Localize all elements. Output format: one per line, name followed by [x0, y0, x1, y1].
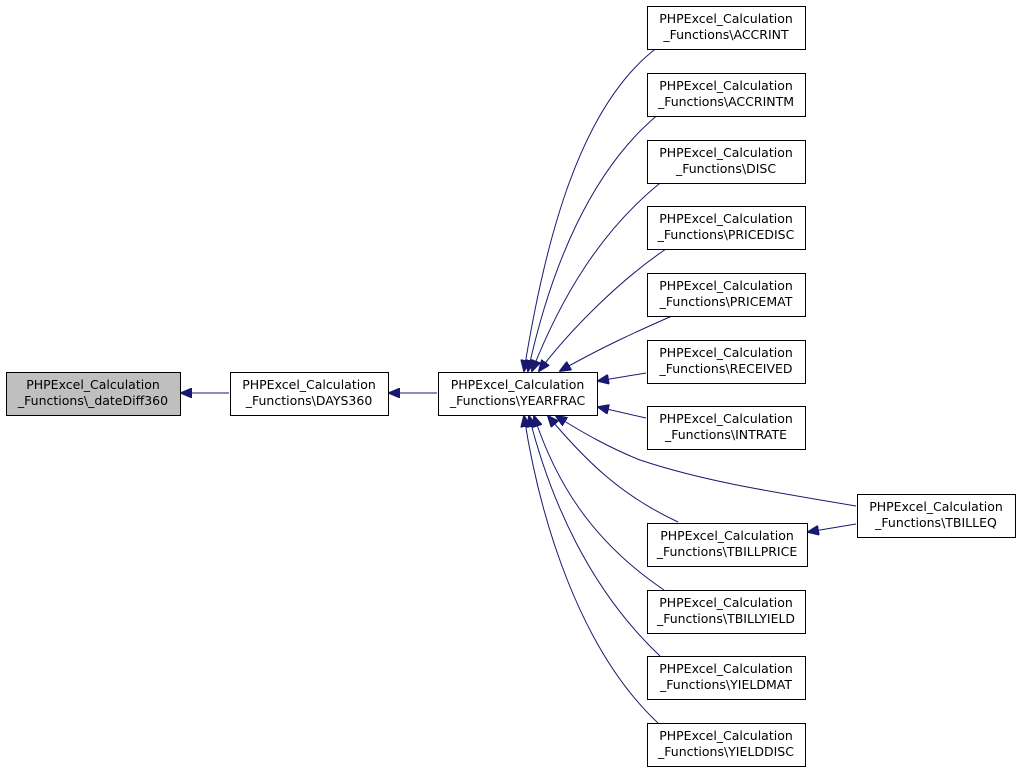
node-label-line1: PHPExcel_Calculation: [659, 78, 793, 93]
node-label-line1: PHPExcel_Calculation: [659, 278, 793, 293]
node-label-line2: _Functions\YEARFRAC: [449, 393, 586, 408]
node-label-line2: _Functions\DAYS360: [245, 393, 373, 408]
edge-accrint-to-yearfrac: [524, 46, 659, 371]
edge-pricemat-to-yearfrac: [560, 315, 673, 371]
node-box: [438, 372, 598, 416]
node-tbillyield[interactable]: PHPExcel_Calculation_Functions\TBILLYIEL…: [647, 590, 806, 634]
node-label-line1: PHPExcel_Calculation: [660, 528, 794, 543]
node-intrate[interactable]: PHPExcel_Calculation_Functions\INTRATE: [647, 406, 806, 450]
node-box: [647, 406, 806, 450]
node-tbilleq[interactable]: PHPExcel_Calculation_Functions\TBILLEQ: [857, 494, 1016, 538]
node-box: [647, 6, 806, 50]
node-label-line2: _Functions\INTRATE: [664, 427, 787, 442]
node-label-line2: _Functions\TBILLPRICE: [656, 544, 798, 559]
edge-intrate-to-yearfrac: [598, 407, 647, 419]
node-tbillprice[interactable]: PHPExcel_Calculation_Functions\TBILLPRIC…: [647, 523, 808, 567]
edge-tbillprice-to-yearfrac: [548, 416, 679, 523]
node-label-line1: PHPExcel_Calculation: [659, 661, 793, 676]
node-pricemat[interactable]: PHPExcel_Calculation_Functions\PRICEMAT: [647, 273, 806, 317]
node-yieldmat[interactable]: PHPExcel_Calculation_Functions\YIELDMAT: [647, 656, 806, 700]
node-label-line1: PHPExcel_Calculation: [451, 377, 585, 392]
node-label-line2: _Functions\TBILLEQ: [874, 515, 997, 530]
node-label-line1: PHPExcel_Calculation: [242, 377, 376, 392]
node-datediff360[interactable]: PHPExcel_Calculation_Functions\_dateDiff…: [6, 372, 181, 416]
node-label-line1: PHPExcel_Calculation: [659, 145, 793, 160]
edge-yieldmat-to-yearfrac: [529, 416, 661, 657]
node-accrint[interactable]: PHPExcel_Calculation_Functions\ACCRINT: [647, 6, 806, 50]
node-label-line1: PHPExcel_Calculation: [659, 411, 793, 426]
node-box: [647, 656, 806, 700]
node-box: [647, 723, 806, 767]
node-box: [647, 340, 806, 384]
node-yielddisc[interactable]: PHPExcel_Calculation_Functions\YIELDDISC: [647, 723, 806, 767]
node-label-line1: PHPExcel_Calculation: [659, 595, 793, 610]
node-box: [647, 273, 806, 317]
node-label-line1: PHPExcel_Calculation: [659, 11, 793, 26]
node-label-line2: _Functions\YIELDMAT: [659, 677, 792, 692]
edge-yielddisc-to-yearfrac: [524, 416, 659, 724]
node-label-line1: PHPExcel_Calculation: [26, 377, 160, 392]
edge-tbilleq-to-tbillprice: [808, 523, 857, 532]
edge-tbillyield-to-yearfrac: [534, 416, 665, 591]
node-label-line2: _Functions\DISC: [675, 161, 776, 176]
edge-disc-to-yearfrac: [532, 179, 665, 371]
edges: [181, 46, 857, 724]
node-label-line2: _Functions\YIELDDISC: [657, 744, 794, 759]
node-label-line2: _Functions\RECEIVED: [658, 361, 792, 376]
node-label-line2: _Functions\PRICEMAT: [659, 294, 793, 309]
node-box: [6, 372, 181, 416]
node-label-line2: _Functions\ACCRINT: [662, 27, 789, 42]
node-label-line1: PHPExcel_Calculation: [869, 499, 1003, 514]
node-received[interactable]: PHPExcel_Calculation_Functions\RECEIVED: [647, 340, 806, 384]
edge-pricedisc-to-yearfrac: [539, 248, 667, 371]
node-box: [857, 494, 1016, 538]
edge-received-to-yearfrac: [598, 372, 647, 381]
node-box: [647, 73, 806, 117]
edge-accrintm-to-yearfrac: [528, 112, 661, 371]
node-label-line2: _Functions\TBILLYIELD: [656, 611, 795, 626]
node-pricedisc[interactable]: PHPExcel_Calculation_Functions\PRICEDISC: [647, 206, 806, 250]
node-box: [647, 523, 808, 567]
node-label-line1: PHPExcel_Calculation: [659, 211, 793, 226]
edge-tbilleq-to-yearfrac: [556, 416, 857, 507]
node-label-line1: PHPExcel_Calculation: [659, 728, 793, 743]
node-label-line2: _Functions\_dateDiff360: [17, 393, 168, 408]
node-box: [647, 140, 806, 184]
node-disc[interactable]: PHPExcel_Calculation_Functions\DISC: [647, 140, 806, 184]
node-box: [647, 206, 806, 250]
node-label-line1: PHPExcel_Calculation: [659, 345, 793, 360]
node-accrintm[interactable]: PHPExcel_Calculation_Functions\ACCRINTM: [647, 73, 806, 117]
node-label-line2: _Functions\PRICEDISC: [657, 227, 795, 242]
node-label-line2: _Functions\ACCRINTM: [657, 94, 794, 109]
node-box: [230, 372, 389, 416]
node-yearfrac[interactable]: PHPExcel_Calculation_Functions\YEARFRAC: [438, 372, 598, 416]
node-days360[interactable]: PHPExcel_Calculation_Functions\DAYS360: [230, 372, 389, 416]
nodes: PHPExcel_Calculation_Functions\_dateDiff…: [6, 6, 1016, 767]
node-box: [647, 590, 806, 634]
